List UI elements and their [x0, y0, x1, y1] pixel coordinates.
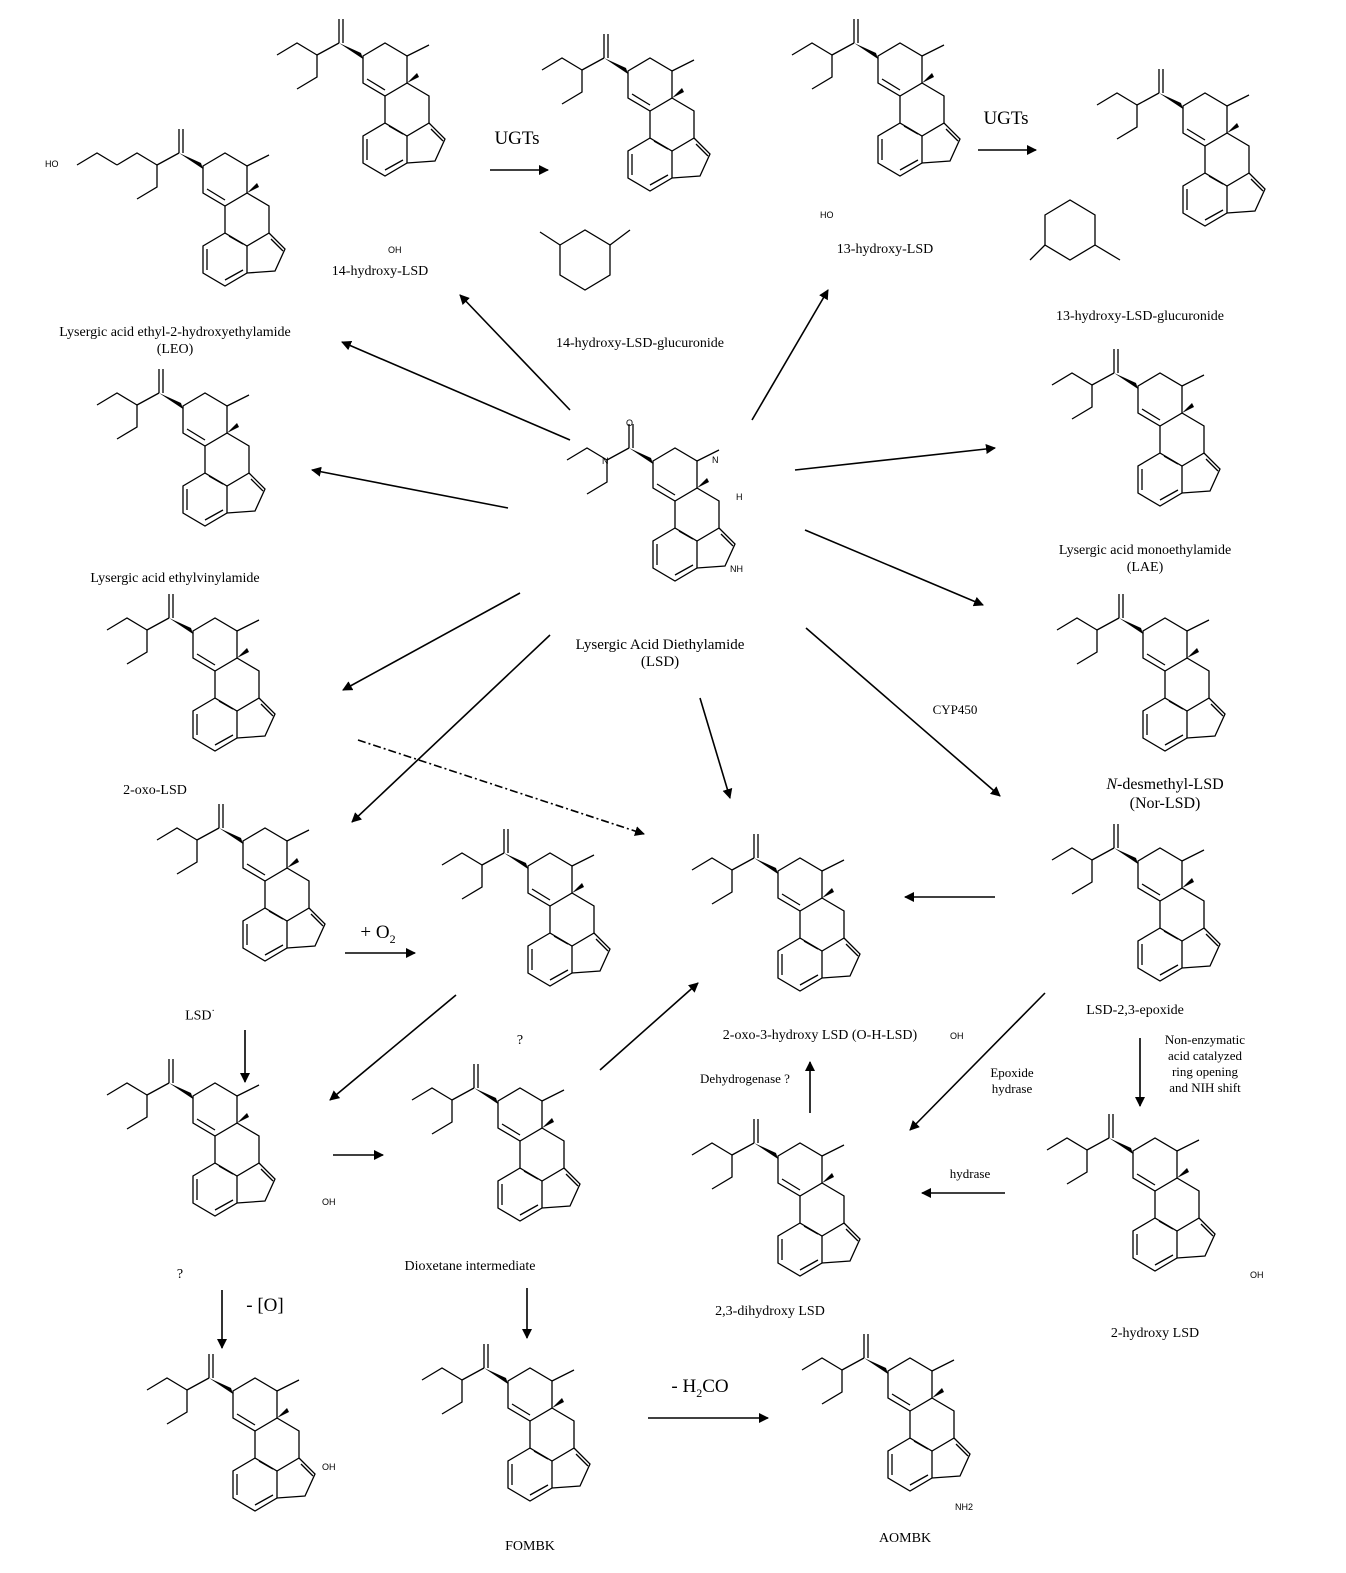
step-ugts-14: UGTs: [494, 128, 540, 149]
structure-2-oxo-lsd: [106, 593, 276, 752]
atom-o: O: [626, 418, 633, 428]
label-13-hydroxy-lsd: 13-hydroxy-LSD: [836, 242, 934, 257]
label-2-hydroxy-lsd: 2-hydroxy LSD: [1110, 1326, 1200, 1341]
atom-ho: HO: [45, 159, 59, 169]
atom-oh: OH: [322, 1197, 336, 1207]
atom-nh: NH: [730, 564, 743, 574]
structure-14-hydroxy-lsd: [276, 18, 446, 177]
structure-14-hydroxy-lsd-glucuronide: [539, 33, 711, 291]
structure-lae: [1051, 348, 1221, 507]
label-aombk: AOMBK: [878, 1531, 932, 1546]
label-lae: Lysergic acid monoethylamide(LAE): [1058, 543, 1232, 575]
label-unknown-peroxyl: ?: [516, 1033, 524, 1048]
structure-nor-lsd: [1056, 593, 1226, 752]
atom-oh: OH: [388, 245, 402, 255]
step-plus-o2: + O2: [360, 922, 396, 946]
step-ugts-13: UGTs: [983, 108, 1029, 129]
reaction-arrows: [217, 145, 1145, 1423]
atom-n: N: [602, 456, 609, 466]
structure-3-hydroxy-product: [146, 1353, 316, 1512]
structure-13-hydroxy-lsd: [791, 18, 961, 177]
label-o-h-lsd: 2-oxo-3-hydroxy LSD (O-H-LSD): [722, 1028, 918, 1043]
structure-ethylvinylamide: [96, 368, 266, 527]
structure-peroxyl-radical: [441, 828, 611, 987]
label-14-hydroxy-lsd-glucuronide: 14-hydroxy-LSD-glucuronide: [556, 336, 724, 351]
structure-2-3-dihydroxy-lsd: [691, 1118, 861, 1277]
label-nor-lsd: N-desmethyl-LSD (Nor-LSD): [1106, 776, 1224, 812]
structure-13-hydroxy-lsd-glucuronide: [1029, 68, 1266, 261]
structure-fombk: [421, 1343, 591, 1502]
structure-lsd-epoxide: [1051, 823, 1221, 982]
atom-n: N: [712, 455, 719, 465]
structure-lsd: [566, 423, 736, 582]
step-dehydrogenase: Dehydrogenase ?: [700, 1071, 790, 1086]
structure-o-h-lsd: [691, 833, 861, 992]
step-minus-h2co: - H2CO: [671, 1376, 729, 1400]
atom-h: H: [736, 492, 743, 502]
structure-leo: [76, 128, 286, 287]
label-ethylvinylamide: Lysergic acid ethylvinylamide: [90, 571, 260, 586]
label-2-3-dihydroxy-lsd: 2,3-dihydroxy LSD: [715, 1304, 825, 1319]
label-14-hydroxy-lsd: 14-hydroxy-LSD: [331, 264, 429, 279]
structure-dioxetane: [411, 1063, 581, 1222]
structure-2-hydroxy-lsd: [1046, 1113, 1216, 1272]
structure-aombk: [801, 1333, 971, 1492]
atom-ho: HO: [820, 210, 834, 220]
atom-oh: OH: [1250, 1270, 1264, 1280]
step-cyp450: CYP450: [932, 702, 978, 717]
structure-lsd-radical: [156, 803, 326, 962]
label-lsd: Lysergic Acid Diethylamide(LSD): [575, 637, 745, 670]
step-hydrase: hydrase: [949, 1166, 991, 1181]
atom-nh2: NH2: [955, 1502, 973, 1512]
label-2-oxo-lsd: 2-oxo-LSD: [123, 783, 187, 798]
atom-oh: OH: [322, 1462, 336, 1472]
label-unknown-hydroperoxide: ?: [176, 1267, 184, 1282]
atom-oh: OH: [950, 1031, 964, 1041]
label-lsd-radical: LSD·: [185, 1006, 215, 1024]
label-leo: Lysergic acid ethyl-2-hydroxyethylamide(…: [59, 325, 291, 357]
step-minus-o: - [O]: [246, 1295, 284, 1316]
label-13-hydroxy-lsd-glucuronide: 13-hydroxy-LSD-glucuronide: [1056, 309, 1224, 324]
label-dioxetane: Dioxetane intermediate: [404, 1259, 536, 1274]
structure-hydroperoxide: [106, 1058, 276, 1217]
label-fombk: FOMBK: [505, 1539, 555, 1554]
label-lsd-epoxide: LSD-2,3-epoxide: [1086, 1003, 1184, 1018]
